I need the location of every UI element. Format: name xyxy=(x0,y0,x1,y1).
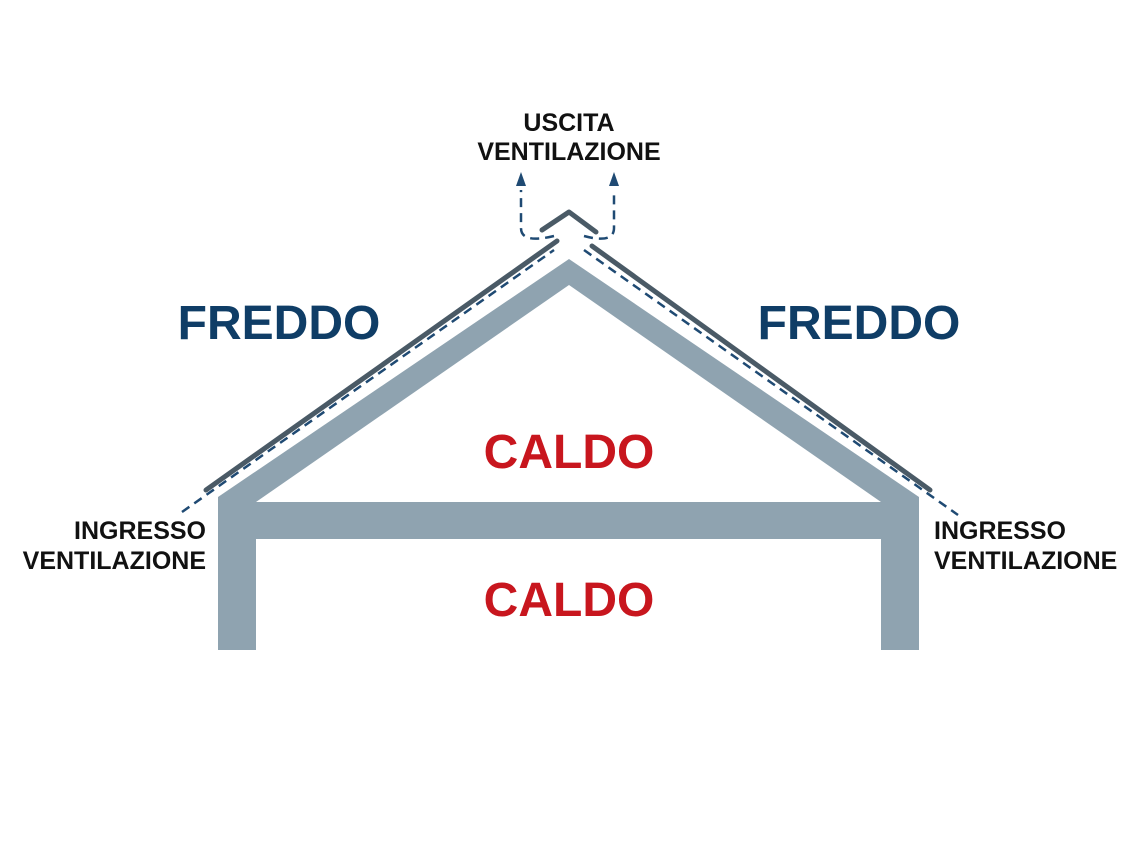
warm-room-label: CALDO xyxy=(484,574,655,627)
warm-attic-label: CALDO xyxy=(484,426,655,479)
building-structure xyxy=(218,259,919,650)
right-exhaust-arrow-icon xyxy=(609,172,619,186)
right-exhaust-path xyxy=(583,190,616,240)
right-airflow-path xyxy=(583,248,959,517)
left-airflow-path xyxy=(181,248,555,514)
ceiling-beam xyxy=(218,502,919,539)
left-roof-cover xyxy=(203,238,560,493)
vent-inlet-left-line1: INGRESSO xyxy=(74,517,206,545)
right-rafter xyxy=(569,259,919,502)
left-exhaust-path xyxy=(519,190,555,240)
vent-outlet-label-line1: USCITA xyxy=(523,109,614,137)
ventilation-airflow xyxy=(181,172,959,517)
vent-inlet-right-line1: INGRESSO xyxy=(934,517,1066,545)
left-exhaust-arrow-icon xyxy=(516,172,526,186)
roof-covering xyxy=(203,209,933,493)
vent-inlet-left-line2: VENTILAZIONE xyxy=(23,547,206,575)
ridge-cap xyxy=(539,209,599,235)
diagram-labels: USCITA VENTILAZIONE FREDDO FREDDO CALDO … xyxy=(23,109,1118,627)
vent-outlet-label-line2: VENTILAZIONE xyxy=(477,138,660,166)
left-rafter xyxy=(218,259,569,502)
right-roof-cover xyxy=(589,243,933,493)
cold-label-right: FREDDO xyxy=(758,297,961,350)
vent-inlet-right-line2: VENTILAZIONE xyxy=(934,547,1117,575)
cold-label-left: FREDDO xyxy=(178,297,381,350)
